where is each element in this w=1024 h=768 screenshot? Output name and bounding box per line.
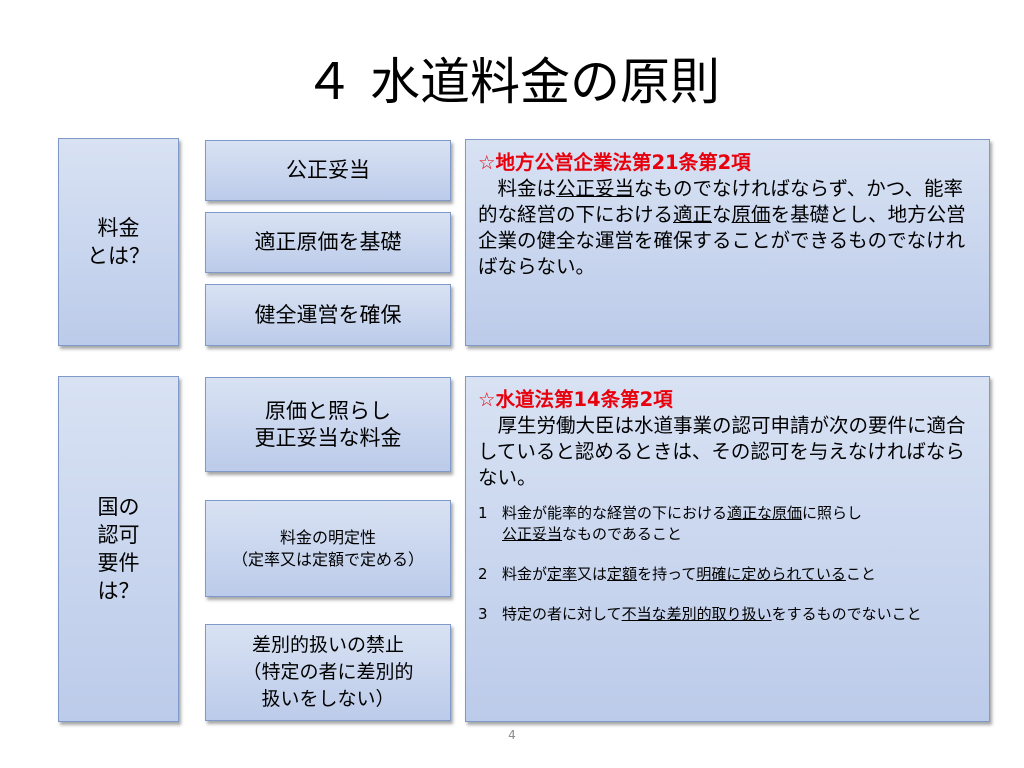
underlined-run: 定額 — [607, 565, 638, 583]
principle-label-cost: 適正原価を基礎 — [254, 230, 402, 254]
principle-box-sound: 健全運営を確保 — [205, 284, 451, 346]
underlined-run: 公正妥当 — [502, 525, 563, 543]
principle-box-fair: 公正妥当 — [205, 140, 451, 201]
text-run: を基礎とし、地方公営企業の健全な運営を確保することができるものでなければならない… — [478, 203, 966, 278]
text-run: こと — [845, 565, 876, 583]
underlined-run: 不当な差別的取り扱い — [621, 605, 772, 623]
underlined-run: 公正妥当 — [556, 177, 635, 200]
item-text: 料金が能率的な経営の下における適正な原価に照らし公正妥当なものであること — [502, 503, 981, 545]
section1-law-body: 料金は公正妥当なものでなければならず、かつ、能率的な経営の下における適正な原価を… — [478, 176, 981, 280]
section2-law-box: ☆水道法第14条第2項 厚生労働大臣は水道事業の認可申請が次の要件に適合している… — [465, 376, 990, 722]
text-run: をするものでないこと — [771, 605, 922, 623]
text-run: なものでなければならず、かつ、能率的な経営の下における — [478, 177, 963, 226]
underlined-run: 適正な原価 — [727, 504, 803, 522]
section1-law-title: ☆地方公営企業法第21条第2項 — [478, 151, 751, 174]
text-run: 特定の者に対して — [502, 605, 622, 623]
page-number: 4 — [508, 728, 516, 742]
section1-law-box: ☆地方公営企業法第21条第2項 料金は公正妥当なものでなければならず、かつ、能率… — [465, 139, 990, 346]
requirement-box-clarity: 料金の明定性 （定率又は定額で定める） — [205, 500, 451, 597]
principle-box-cost: 適正原価を基礎 — [205, 212, 451, 273]
item-text: 特定の者に対して不当な差別的取り扱いをするものでないこと — [502, 604, 981, 625]
list-item: 2 料金が定率又は定額を持って明確に定められていること — [478, 564, 981, 585]
principle-label-fair: 公正妥当 — [286, 158, 370, 182]
slide-title: ４ 水道料金の原則 — [304, 53, 720, 111]
section2-side-line-1: 国の — [97, 495, 140, 519]
section1-side-line-1: 料金 — [97, 216, 140, 240]
underlined-run: 原価 — [731, 203, 771, 226]
section2-side-line-3: 要件 — [97, 551, 140, 575]
item-number: 3 — [478, 605, 488, 623]
underlined-run: 適正 — [673, 203, 713, 226]
text-run: 料金は — [478, 177, 557, 200]
section2-law-title: ☆水道法第14条第2項 — [478, 388, 673, 411]
requirement-box-cost: 原価と照らし 更正妥当な料金 — [205, 377, 451, 472]
list-item: 1 料金が能率的な経営の下における適正な原価に照らし公正妥当なものであること — [478, 503, 981, 545]
section2-side-line-4: は？ — [97, 579, 140, 603]
underlined-run: 定率 — [547, 565, 578, 583]
text-run: 又は — [577, 565, 608, 583]
section2-side-label: 国の 認可 要件 は？ — [58, 376, 179, 722]
requirement-list: 1 料金が能率的な経営の下における適正な原価に照らし公正妥当なものであること 2… — [478, 503, 981, 625]
item-number: 1 — [478, 504, 488, 522]
item-text: 料金が定率又は定額を持って明確に定められていること — [502, 564, 981, 585]
requirement-clarity-line-2: （定率又は定額で定める） — [231, 549, 424, 569]
requirement-nondisc-line-1: 差別的扱いの禁止 — [251, 634, 404, 656]
text-run: 料金が能率的な経営の下における — [502, 504, 728, 522]
requirement-cost-line-1: 原価と照らし — [265, 398, 391, 423]
principle-label-sound: 健全運営を確保 — [254, 302, 402, 327]
text-run: な — [712, 203, 732, 226]
requirement-nondisc-line-3: 扱いをしない） — [261, 688, 395, 710]
section2-side-line-2: 認可 — [97, 523, 140, 547]
requirement-box-nondiscrimination: 差別的扱いの禁止 （特定の者に差別的 扱いをしない） — [205, 624, 451, 721]
requirement-nondisc-line-2: （特定の者に差別的 — [242, 661, 414, 683]
list-item: 3 特定の者に対して不当な差別的取り扱いをするものでないこと — [478, 604, 981, 625]
text-run: 料金が — [502, 565, 548, 583]
section1-side-line-2: とは？ — [87, 244, 150, 268]
text-run: に照らし — [802, 504, 863, 522]
section2-law-body: 厚生労働大臣は水道事業の認可申請が次の要件に適合していると認めるときは、その認可… — [478, 414, 966, 489]
underlined-run: 明確に定められている — [696, 565, 846, 583]
item-number: 2 — [478, 565, 488, 583]
text-run: なものであること — [562, 525, 682, 543]
text-run: を持って — [637, 565, 697, 583]
section1-side-label: 料金 とは？ — [58, 138, 179, 346]
requirement-cost-line-2: 更正妥当な料金 — [254, 425, 402, 450]
requirement-clarity-line-1: 料金の明定性 — [279, 527, 376, 547]
